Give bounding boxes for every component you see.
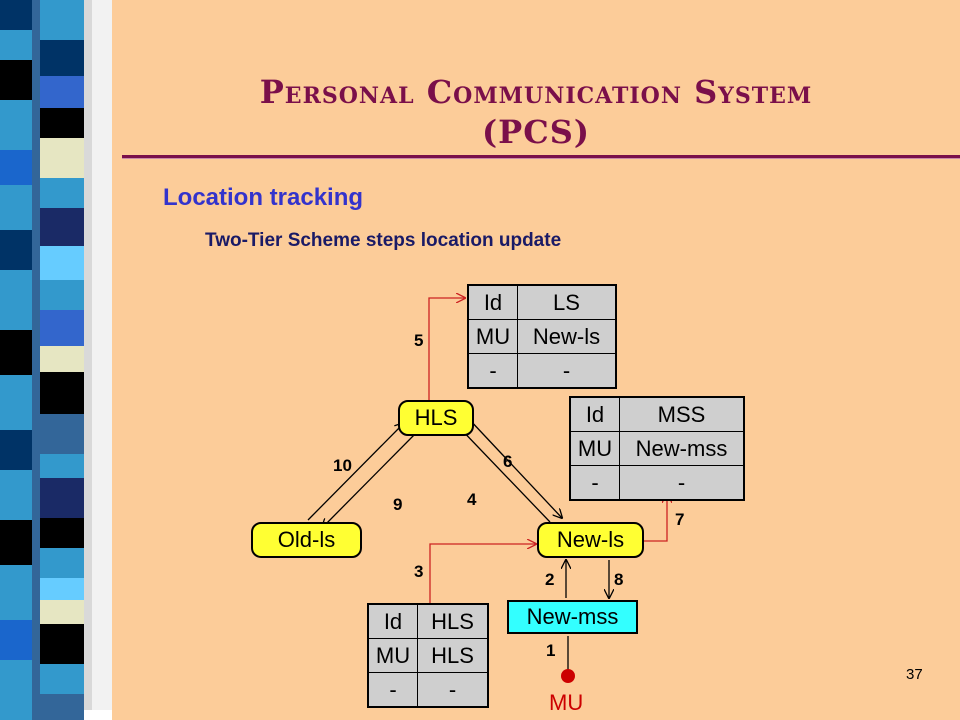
- step-label-8: 8: [614, 570, 624, 589]
- old-ls-node: Old-ls: [251, 522, 362, 558]
- old-ls-table: Id HLS MU HLS - -: [367, 603, 489, 708]
- step-label-7: 7: [675, 510, 685, 529]
- table-row: Id HLS: [368, 604, 488, 639]
- table-row: MU New-mss: [570, 431, 744, 466]
- table-row: Id MSS: [570, 397, 744, 432]
- step-label-10: 10: [333, 456, 352, 475]
- table-cell: Id: [383, 608, 403, 634]
- table-row: MU HLS: [368, 638, 488, 673]
- step-label-3: 3: [414, 562, 424, 581]
- table-cell: Id: [585, 401, 605, 427]
- mu-label: MU: [549, 690, 584, 715]
- hls-node: HLS: [398, 400, 474, 436]
- table-cell: MU: [468, 319, 518, 354]
- table-row: - -: [368, 672, 488, 707]
- new-ls-node: New-ls: [537, 522, 644, 558]
- title-line-1: Personal Communication System: [259, 73, 813, 111]
- arrow-step-6: [467, 417, 562, 518]
- arrow-step-9: [322, 431, 418, 528]
- table-cell: -: [517, 353, 616, 388]
- decorative-stripe-bar: [0, 0, 112, 720]
- table-cell: MU: [368, 638, 418, 673]
- title-line-2: (PCS): [482, 113, 590, 151]
- step-label-4: 4: [467, 490, 477, 509]
- sub-subtitle: Two-Tier Scheme steps location update: [205, 230, 562, 251]
- table-cell: MSS: [619, 397, 744, 432]
- table-cell: MU: [570, 431, 620, 466]
- step-label-6: 6: [503, 452, 513, 471]
- page-number: 37: [906, 666, 923, 683]
- subtitle: Location tracking: [163, 184, 364, 211]
- hls-table: Id LS MU New-ls - -: [467, 284, 617, 389]
- table-row: - -: [570, 465, 744, 500]
- table-cell: Id: [483, 289, 503, 315]
- arrow-step-3: [429, 544, 536, 603]
- arrow-step-4: [456, 424, 551, 523]
- table-row: Id LS: [468, 285, 616, 320]
- table-cell: New-mss: [619, 431, 744, 466]
- table-row: MU New-ls: [468, 319, 616, 354]
- table-cell: -: [570, 465, 620, 500]
- step-label-1: 1: [546, 641, 556, 660]
- table-cell: LS: [517, 285, 616, 320]
- new-ls-table: Id MSS MU New-mss - -: [569, 396, 745, 501]
- mu-dot: [561, 669, 575, 683]
- new-mss-node: New-mss: [507, 600, 638, 634]
- arrow-step-10: [307, 423, 404, 521]
- step-label-9: 9: [393, 495, 403, 514]
- table-row: - -: [468, 353, 616, 388]
- arrow-step-5: [428, 298, 465, 400]
- table-cell: -: [368, 672, 418, 707]
- step-label-2: 2: [545, 570, 555, 589]
- table-cell: New-ls: [517, 319, 616, 354]
- table-cell: -: [417, 672, 488, 707]
- table-cell: HLS: [417, 604, 488, 639]
- table-cell: HLS: [417, 638, 488, 673]
- arrow-step-7: [642, 494, 667, 542]
- table-cell: -: [619, 465, 744, 500]
- title-divider: [122, 155, 960, 159]
- step-label-5: 5: [414, 331, 424, 350]
- table-cell: -: [468, 353, 518, 388]
- slide-title: Personal Communication System (PCS): [112, 72, 960, 152]
